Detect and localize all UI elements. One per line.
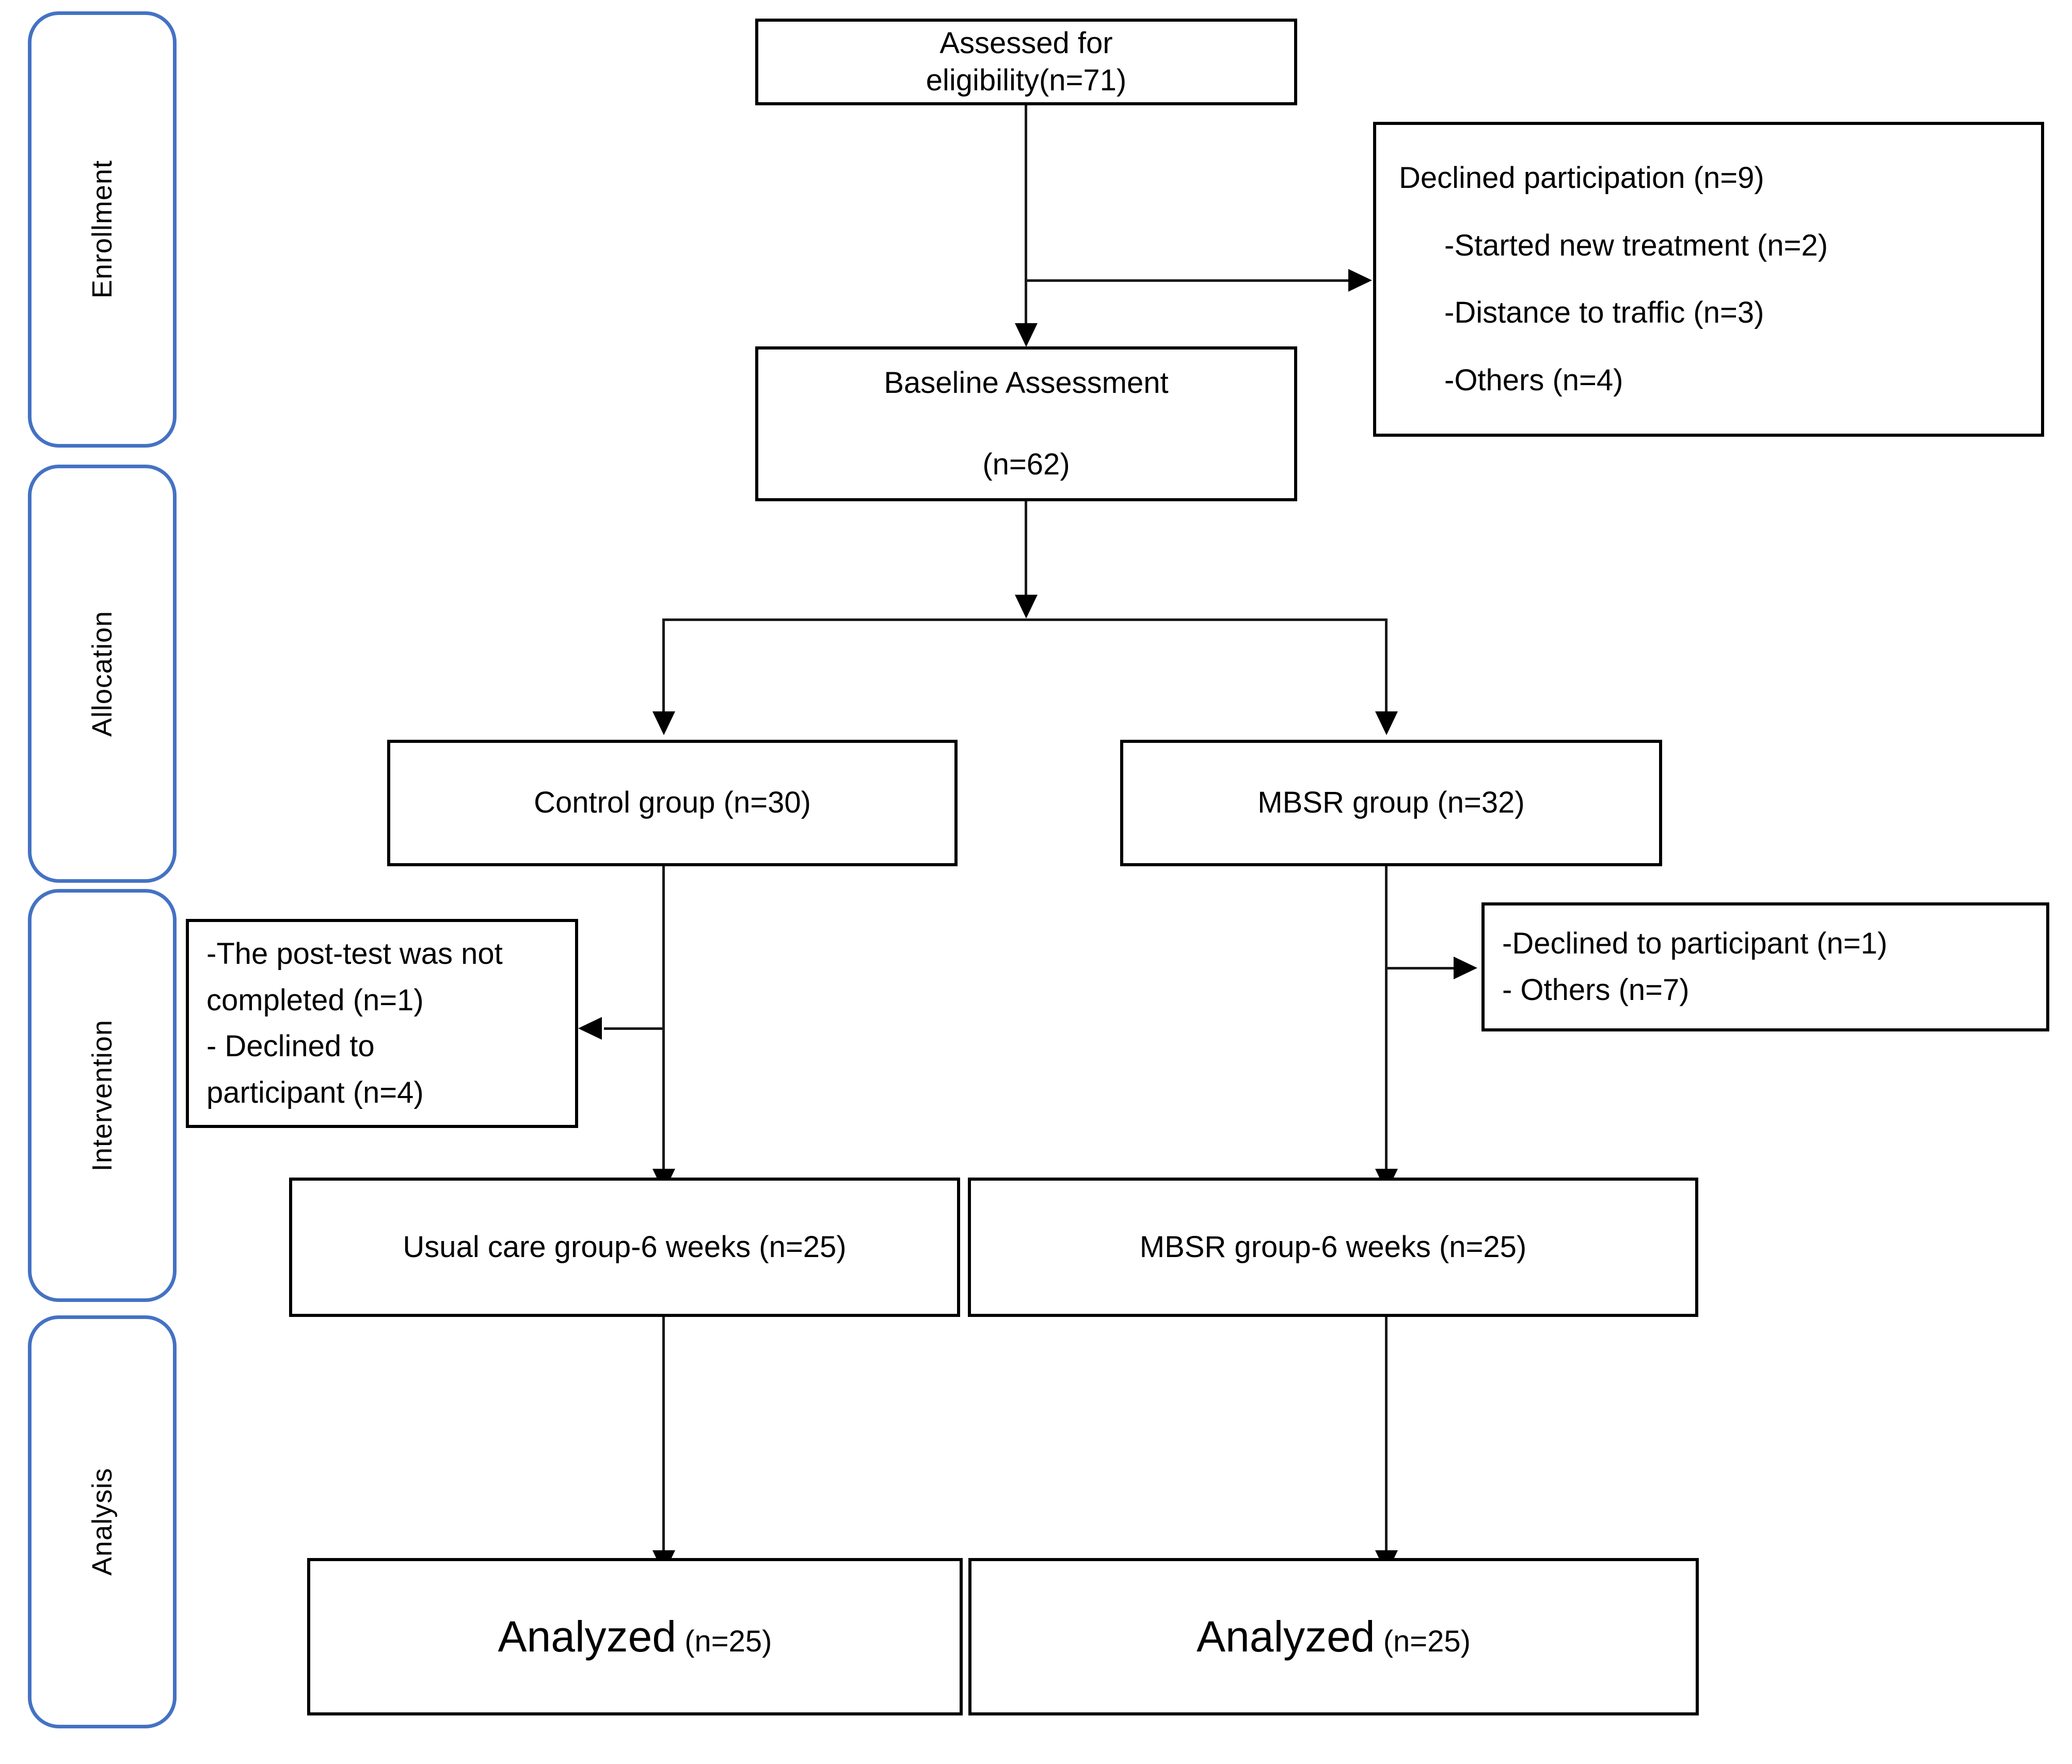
stage-label-enrollment: Enrollment	[87, 160, 118, 299]
mbsr-group-line-1: MBSR group (n=32)	[1257, 786, 1525, 820]
arrowhead-split-left	[652, 711, 675, 735]
mbsr-6w-line-1: MBSR group-6 weeks (n=25)	[1139, 1230, 1527, 1264]
connector-mbsr-to-losses	[1385, 967, 1455, 970]
stage-pill-analysis: Analysis	[28, 1315, 177, 1728]
stage-pill-intervention: Intervention	[28, 889, 177, 1302]
stage-pill-enrollment: Enrollment	[28, 11, 177, 448]
baseline-line-1: Baseline Assessment	[884, 365, 1169, 400]
stage-label-allocation: Allocation	[87, 610, 118, 737]
connector-assessed-to-declined	[1025, 279, 1350, 282]
stage-label-analysis: Analysis	[87, 1468, 118, 1576]
stage-label-intervention: Intervention	[87, 1019, 118, 1172]
arrowhead-assessed-to-baseline	[1015, 323, 1038, 347]
connector-assessed-to-baseline	[1025, 105, 1027, 332]
connector-baseline-down	[1025, 501, 1027, 599]
assessed-line-1: Assessed for	[939, 26, 1113, 60]
box-mbsr-6-weeks: MBSR group-6 weeks (n=25)	[968, 1178, 1698, 1317]
arrowhead-baseline-down	[1015, 595, 1038, 618]
declined-line-3: -Distance to traffic (n=3)	[1444, 296, 1764, 329]
box-declined-participation: Declined participation (n=9) -Started ne…	[1373, 122, 2044, 437]
analyzed-left-text: Analyzed (n=25)	[498, 1610, 772, 1664]
analyzed-right-word: Analyzed	[1197, 1612, 1375, 1661]
box-control-losses: -The post-test was not completed (n=1) -…	[186, 919, 578, 1128]
control-losses-line-3: - Declined to	[206, 1029, 375, 1063]
analyzed-right-text: Analyzed (n=25)	[1197, 1610, 1471, 1664]
box-analyzed-right: Analyzed (n=25)	[968, 1558, 1699, 1715]
box-mbsr-losses: -Declined to participant (n=1) - Others …	[1481, 902, 2049, 1031]
arrowhead-mbsr-to-losses	[1454, 957, 1477, 979]
box-control-group: Control group (n=30)	[387, 740, 958, 866]
connector-control-to-losses	[604, 1027, 664, 1030]
box-mbsr-group: MBSR group (n=32)	[1120, 740, 1662, 866]
baseline-line-2: (n=62)	[982, 448, 1070, 481]
mbsr-losses-line-1: -Declined to participant (n=1)	[1502, 926, 1888, 960]
control-losses-line-2: completed (n=1)	[206, 983, 424, 1017]
arrowhead-assessed-to-declined	[1348, 269, 1372, 292]
declined-line-4: -Others (n=4)	[1444, 363, 1623, 397]
connector-split-right	[1385, 618, 1388, 716]
allocation-split-bar	[662, 618, 1388, 621]
arrowhead-control-to-losses	[578, 1017, 602, 1040]
control-losses-line-4: participant (n=4)	[206, 1075, 424, 1109]
box-assessed-for-eligibility: Assessed for eligibility(n=71)	[755, 19, 1297, 105]
control-losses-line-1: -The post-test was not	[206, 937, 503, 971]
arrowhead-split-right	[1375, 711, 1398, 735]
connector-split-left	[662, 618, 665, 716]
analyzed-right-count: (n=25)	[1375, 1625, 1471, 1658]
connector-usual-care-to-analyzed	[662, 1317, 665, 1560]
control-group-line-1: Control group (n=30)	[534, 786, 811, 820]
declined-line-1: Declined participation (n=9)	[1399, 161, 1764, 195]
stage-pill-allocation: Allocation	[28, 465, 177, 883]
box-baseline-assessment: Baseline Assessment (n=62)	[755, 346, 1297, 501]
analyzed-left-word: Analyzed	[498, 1612, 677, 1661]
connector-mbsr-to-analyzed	[1385, 1317, 1388, 1560]
connector-mbsr-down	[1385, 866, 1388, 1179]
connector-control-down	[662, 866, 665, 1179]
declined-line-2: -Started new treatment (n=2)	[1444, 228, 1828, 262]
usual-care-6w-line-1: Usual care group-6 weeks (n=25)	[403, 1230, 847, 1264]
box-usual-care-6-weeks: Usual care group-6 weeks (n=25)	[289, 1178, 960, 1317]
box-analyzed-left: Analyzed (n=25)	[307, 1558, 963, 1715]
analyzed-left-count: (n=25)	[676, 1625, 772, 1658]
assessed-line-2: eligibility(n=71)	[926, 63, 1127, 97]
mbsr-losses-line-2: - Others (n=7)	[1502, 973, 1690, 1007]
